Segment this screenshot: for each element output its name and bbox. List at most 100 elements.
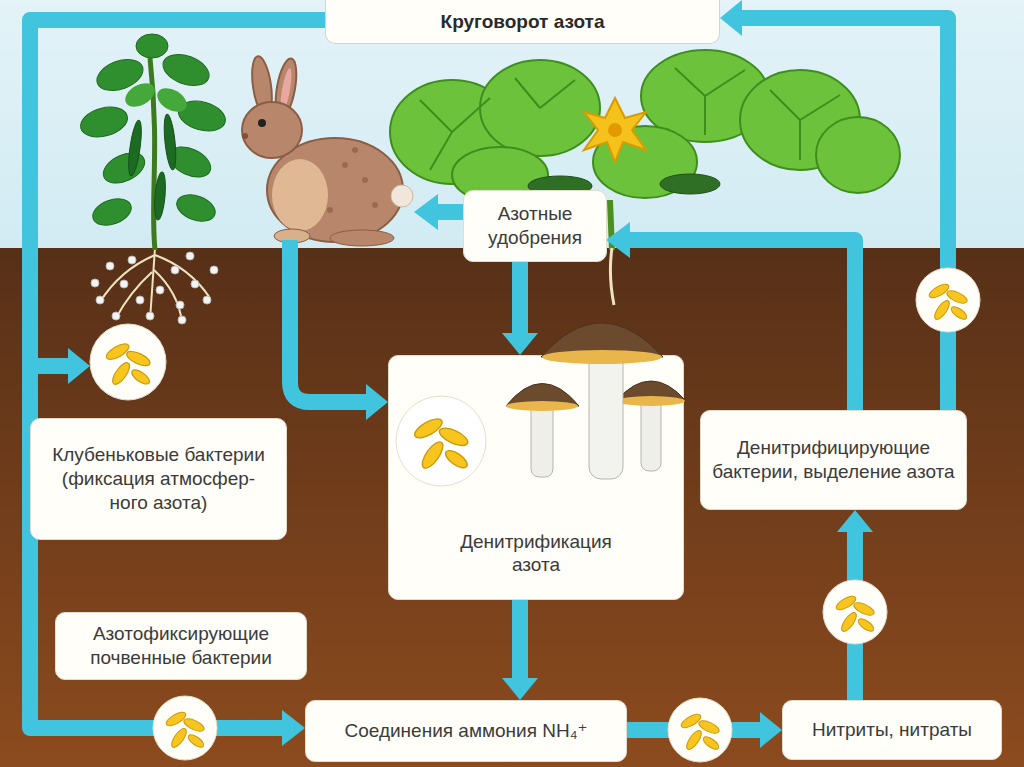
box-label: Соединения аммония NH₄⁺	[344, 719, 587, 743]
bacteria-circle	[104, 341, 152, 387]
pumpkin-plant	[608, 123, 622, 137]
box-label: Клубеньковые бактерии (фиксация атмосфер…	[41, 443, 276, 514]
cycle-line	[30, 18, 948, 728]
bean-plant	[154, 270, 182, 322]
bacteria-circle	[164, 710, 206, 750]
pumpkin-plant	[610, 248, 614, 305]
rabbit	[242, 102, 302, 158]
rabbit	[272, 159, 328, 231]
bean-plant	[203, 296, 211, 304]
bean-plant	[77, 34, 229, 230]
flow-arrow	[502, 262, 538, 355]
pumpkin-plant	[675, 68, 745, 135]
rabbit	[242, 133, 248, 139]
rabbit	[372, 202, 378, 208]
bacteria-circle	[668, 698, 732, 762]
mushroom-illustration	[506, 401, 578, 411]
rabbit	[258, 119, 266, 127]
arrow-head	[502, 333, 538, 355]
arrow-head	[837, 510, 873, 532]
bean-plant	[176, 301, 184, 309]
pumpkin-plant	[660, 174, 720, 194]
bean-plant	[121, 78, 191, 116]
bean-plant	[146, 312, 154, 320]
bean-plant	[100, 255, 155, 302]
bean-plant	[136, 34, 168, 58]
pumpkin-plant	[515, 78, 575, 108]
bean-plant	[178, 316, 186, 324]
bacteria-circle	[823, 580, 887, 644]
bacteria-circle	[90, 324, 166, 400]
flow-line	[512, 600, 528, 678]
mushroom-illustration	[531, 401, 553, 477]
rabbit	[391, 185, 413, 207]
pumpkin-plant	[584, 98, 646, 162]
arrow-head	[282, 710, 305, 746]
process-box: Азотные удобрения	[463, 190, 607, 262]
flow-arrow	[502, 600, 538, 700]
mushroom-illustration	[389, 296, 685, 496]
bean-plant	[106, 262, 114, 270]
title-box: Круговорот азота	[325, 0, 720, 44]
bean-plant	[126, 120, 144, 177]
process-box: Соединения аммония NH₄⁺	[305, 700, 627, 762]
bean-plant	[99, 147, 150, 189]
bean-plant	[159, 49, 214, 92]
bacteria-circle	[679, 712, 721, 752]
bacteria-circle	[153, 696, 217, 760]
bacteria-circle	[668, 698, 732, 762]
rabbit	[352, 147, 358, 153]
mushroom-illustration	[542, 350, 662, 364]
mushroom-illustration	[396, 323, 686, 486]
diagram-title: Круговорот азота	[441, 11, 605, 33]
soil	[0, 248, 1024, 767]
bean-plant	[191, 280, 199, 288]
bacteria-circle	[927, 282, 969, 322]
process-box: Клубеньковые бактерии (фиксация атмосфер…	[30, 418, 287, 540]
cycle-line	[742, 18, 948, 410]
bean-plant	[126, 114, 178, 221]
pumpkin-plant	[390, 50, 900, 203]
box-label: Денитрификация азота	[436, 530, 636, 578]
pumpkin-plant	[420, 98, 490, 170]
process-box: Денитрификация азота	[388, 355, 684, 600]
mushroom-illustration	[589, 351, 623, 479]
bean-plant	[153, 172, 167, 221]
bacteria-circle	[153, 696, 217, 760]
bacteria-circle	[90, 324, 166, 400]
bean-plant	[128, 256, 136, 264]
process-box: Азотофиксирующие почвенные бактерии	[55, 612, 307, 680]
arrow-head	[760, 712, 782, 748]
bacteria	[412, 415, 470, 471]
bean-plant	[186, 252, 194, 260]
cycle-line	[30, 358, 68, 374]
pumpkin-plant	[816, 117, 900, 193]
bean-plant	[155, 255, 210, 298]
bacteria-circle	[916, 268, 980, 332]
rabbit	[327, 147, 378, 213]
bean-plant	[210, 266, 218, 274]
box-label: Азотные удобрения	[474, 202, 596, 250]
arrow-head	[502, 678, 538, 700]
arrow-head	[366, 384, 388, 420]
box-label: Нитриты, нитраты	[812, 718, 972, 742]
bacteria-circle	[834, 594, 876, 634]
bean-plant	[77, 34, 229, 324]
rabbit	[242, 55, 413, 246]
flow-line	[512, 262, 528, 333]
bean-plant	[171, 266, 179, 274]
bacteria-circle	[823, 580, 887, 644]
pumpkin-plant	[390, 50, 900, 305]
rabbit	[330, 230, 394, 246]
pumpkin-plant	[770, 90, 840, 160]
mushroom-illustration	[641, 396, 661, 471]
bean-plant	[91, 279, 99, 287]
rabbit	[327, 207, 333, 213]
rabbit	[342, 162, 348, 168]
bean-plant	[96, 296, 104, 304]
process-box: Денитрифицирующие бактерии, выделение аз…	[700, 410, 967, 510]
pumpkin-plant	[480, 60, 600, 156]
bean-plant	[100, 248, 210, 322]
